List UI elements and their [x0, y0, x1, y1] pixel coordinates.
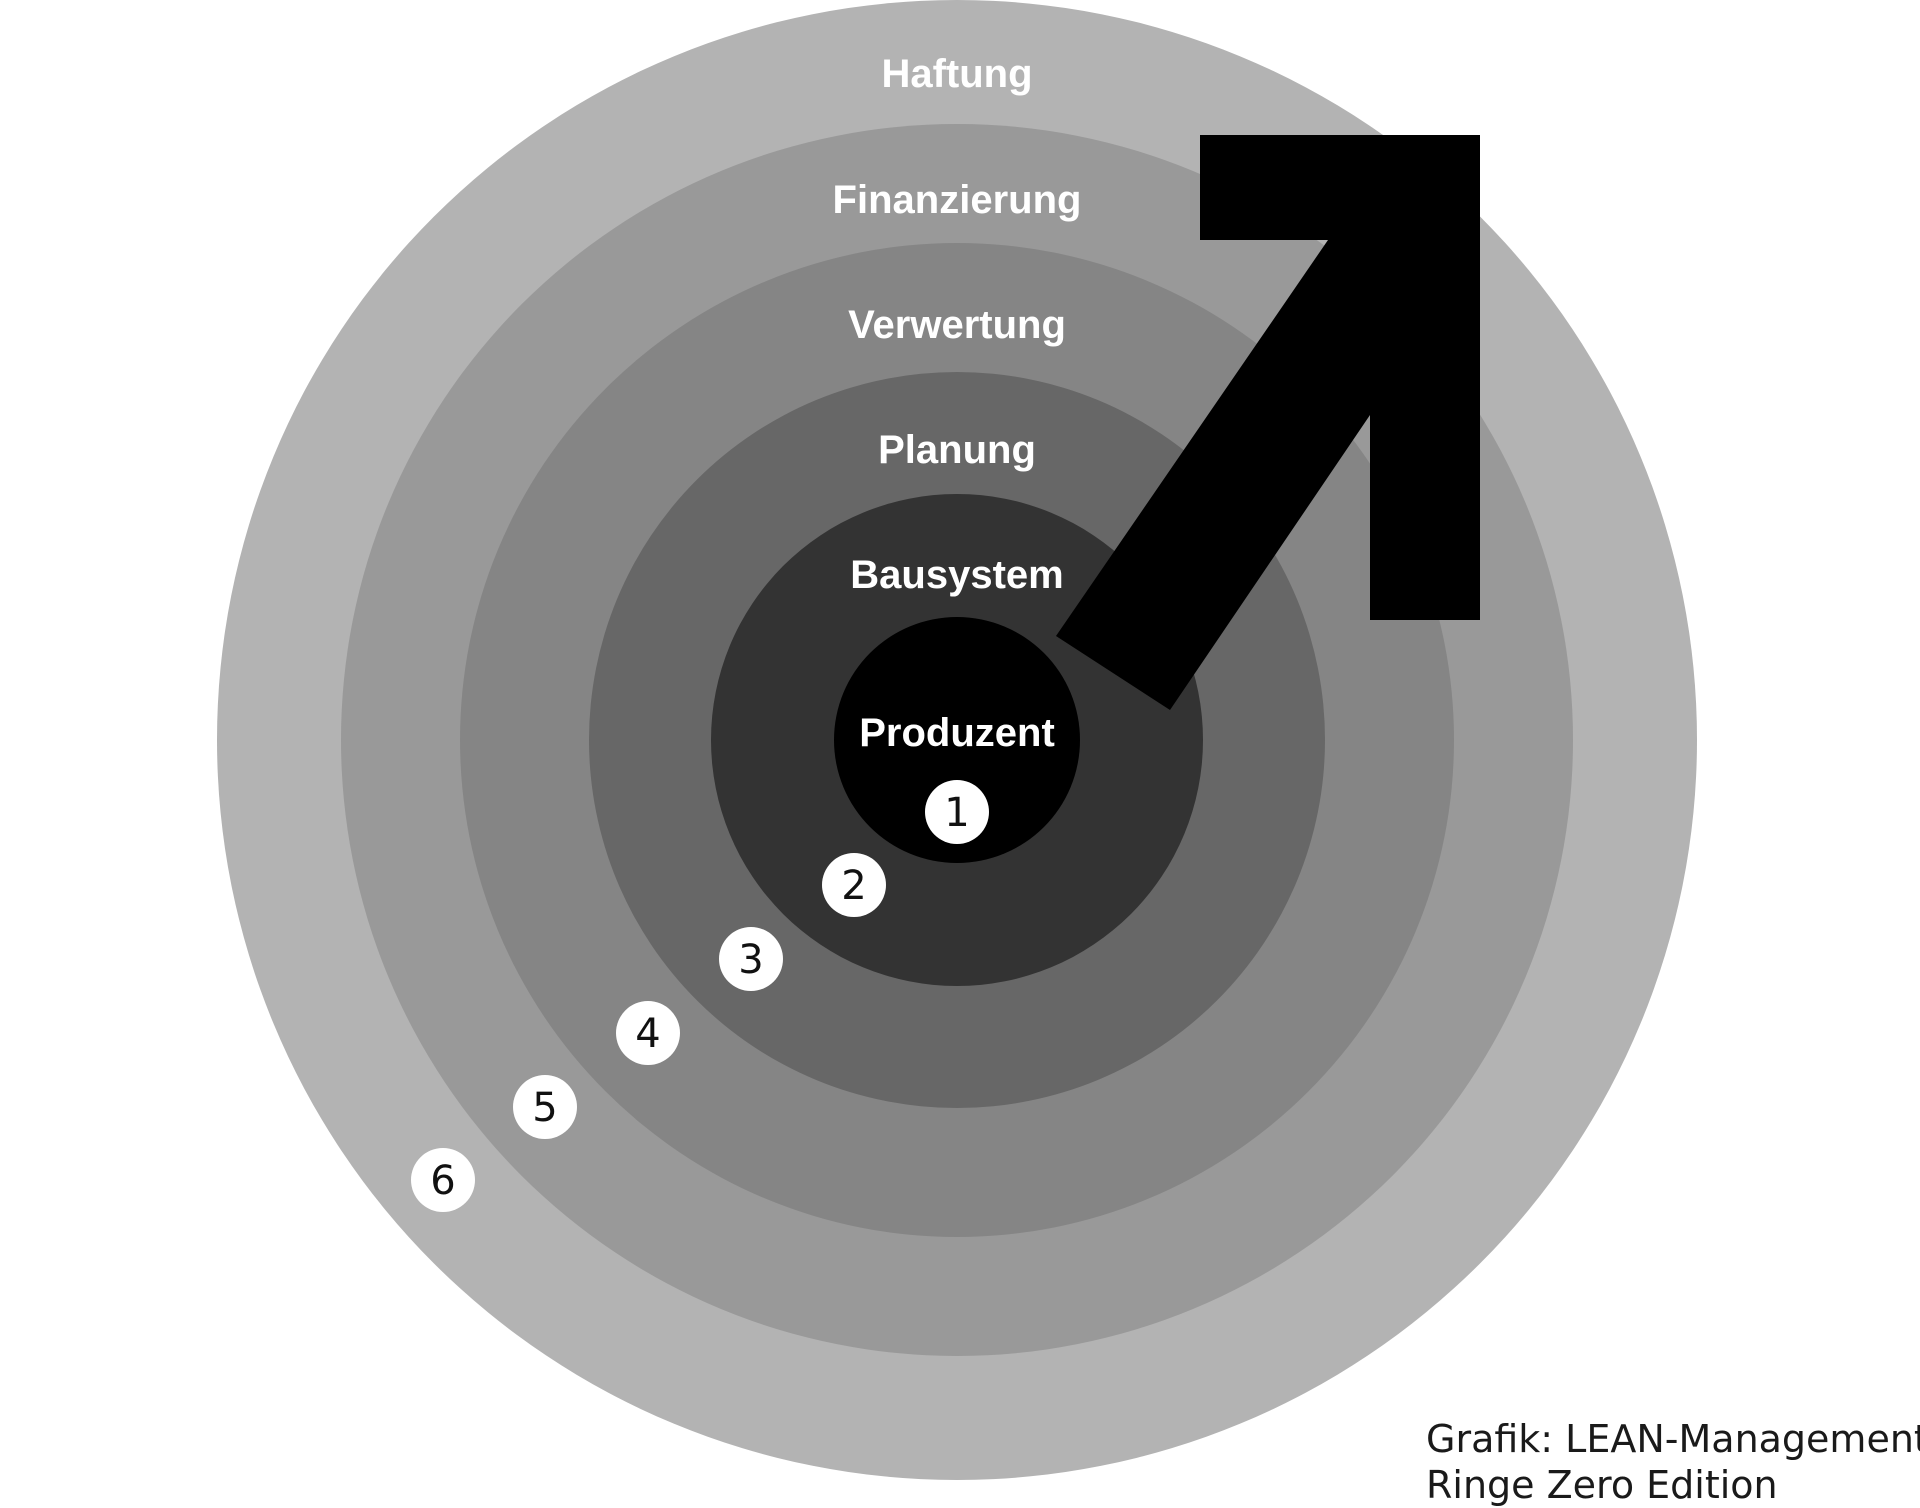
credit-line-2: Ringe Zero Edition	[1426, 1463, 1778, 1507]
badge-5: 5	[513, 1075, 577, 1139]
ring-label-haftung: Haftung	[881, 52, 1032, 96]
badge-4: 4	[616, 1001, 680, 1065]
growth-arrow-icon	[1056, 135, 1480, 710]
badge-3: 3	[719, 927, 783, 991]
image-credit: Grafik: LEAN-Management Ringe Zero Editi…	[1426, 1416, 1920, 1508]
badge-number: 5	[532, 1085, 557, 1131]
badge-number: 1	[944, 790, 969, 836]
badge-number: 4	[635, 1011, 660, 1057]
badge-1: 1	[925, 780, 989, 844]
ring-label-planung: Planung	[878, 428, 1036, 472]
badge-number: 2	[841, 863, 866, 909]
badge-number: 3	[738, 937, 763, 983]
ring-label-finanzierung: Finanzierung	[833, 178, 1082, 222]
badge-number: 6	[430, 1158, 455, 1204]
ring-produzent	[834, 617, 1080, 863]
badge-2: 2	[822, 853, 886, 917]
ring-label-bausystem: Bausystem	[850, 553, 1063, 597]
ring-label-produzent: Produzent	[859, 711, 1055, 755]
credit-line-1: Grafik: LEAN-Management	[1426, 1417, 1920, 1461]
badge-6: 6	[411, 1148, 475, 1212]
ring-label-verwertung: Verwertung	[848, 303, 1066, 347]
